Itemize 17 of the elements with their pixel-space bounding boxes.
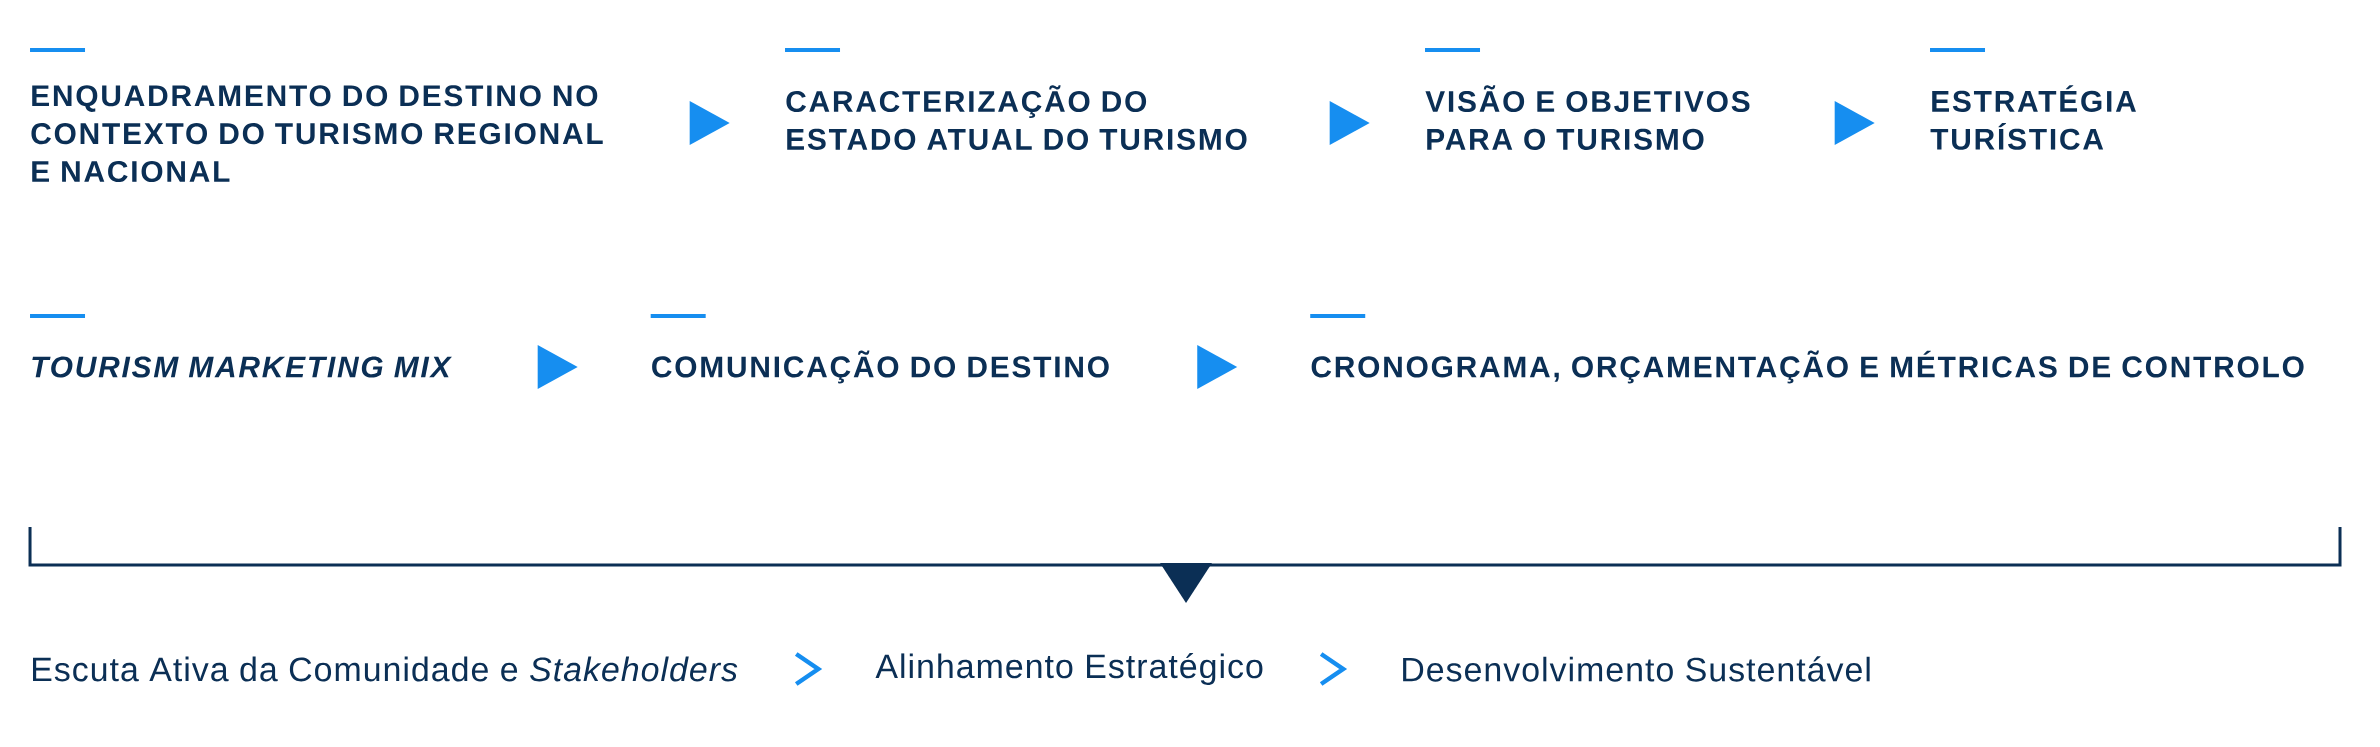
step-title: ESTRATÉGIA TURÍSTICA: [1930, 85, 2136, 150]
step-title: VISÃO E OBJETIVOS PARA O TURISMO: [1425, 85, 1750, 150]
arrowhead: [1197, 345, 1238, 389]
step-title: ENQUADRAMENTO DO DESTINO NO CONTEXTO DO TURISMO REGIONAL E NACIONAL: [31, 85, 603, 183]
step-title: CRONOGRAMA, ORÇAMENTAÇÃO E MÉTRICAS DE CONTROLO: [1311, 350, 2304, 384]
step-title: CARACTERIZAÇÃO DO ESTADO ATUAL DO TURISMO: [786, 85, 1247, 150]
arrowhead: [537, 345, 578, 389]
arrowhead: [1329, 101, 1370, 145]
step-title: COMUNICAÇÃO DO DESTINO: [652, 350, 1109, 384]
arrowhead: [689, 101, 730, 145]
chevron-arrow: [1319, 652, 1348, 686]
outcome-text: Escuta Ativa da Comunidade e Stakeholders: [33, 656, 738, 682]
outcome-text: Desenvolvimento Sustentável: [1403, 656, 1870, 682]
arrowhead: [1834, 101, 1875, 145]
chevron-arrow: [794, 652, 823, 686]
step-title: TOURISM MARKETING MIX: [32, 356, 452, 378]
outcome-text: Alinhamento Estratégico: [875, 653, 1263, 685]
